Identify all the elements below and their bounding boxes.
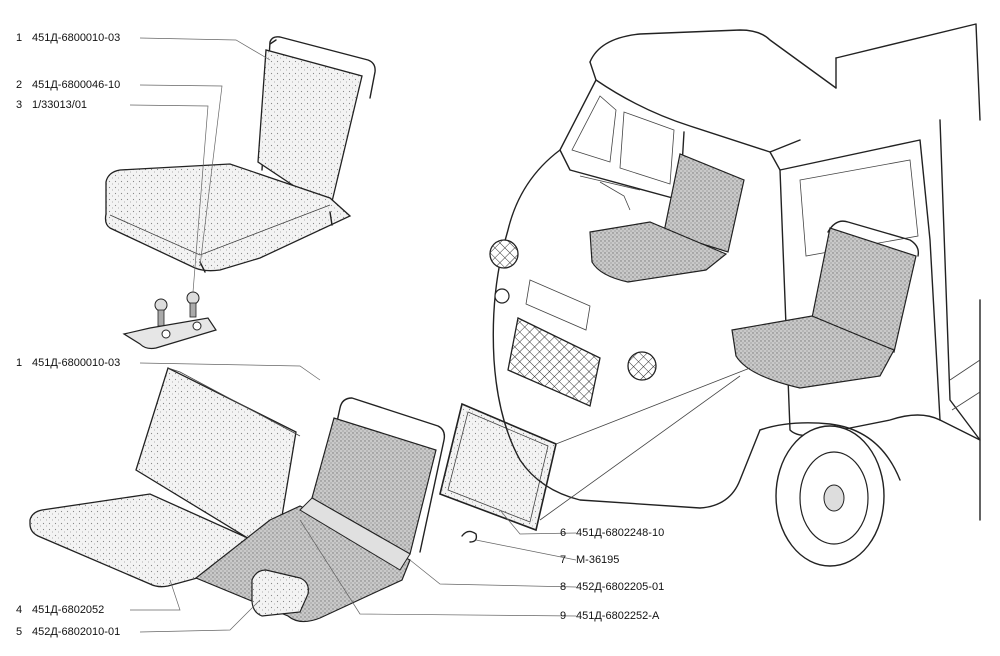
vehicle-cab-drawing — [489, 23, 981, 567]
leader-lines — [129, 37, 577, 633]
bolts-and-bracket — [122, 291, 217, 350]
seat-assembly-top — [104, 36, 376, 273]
seat-assembly-exploded — [29, 367, 557, 623]
